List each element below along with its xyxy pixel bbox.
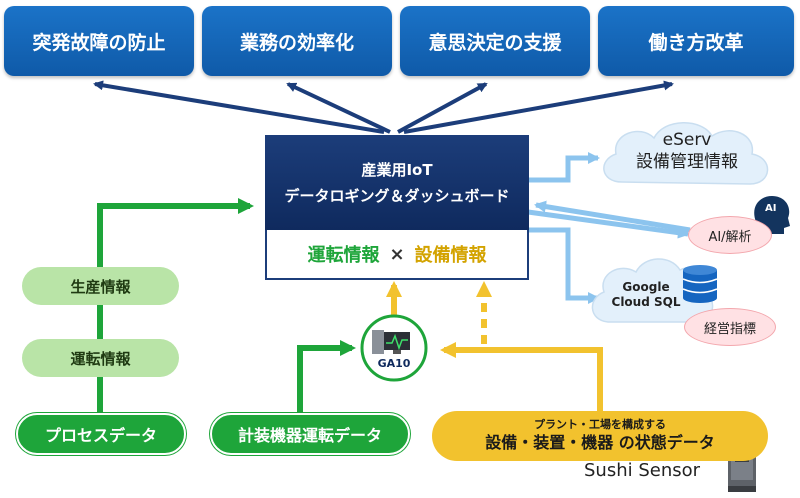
hub-to-ai-arrow bbox=[527, 209, 690, 239]
arrow-to-goal-2 bbox=[286, 82, 391, 134]
iot-hub-header: 産業用IoT データロギング＆ダッシュボード bbox=[265, 135, 529, 230]
hub-info-equipment: 設備情報 bbox=[414, 245, 487, 266]
ga10-label: GA10 bbox=[377, 357, 411, 370]
ai-analysis-label: AI/解析 bbox=[708, 229, 752, 245]
hub-to-eserv-arrow bbox=[528, 152, 600, 183]
gcloud-line2: Cloud SQL bbox=[611, 295, 681, 309]
ai-to-hub-arrow bbox=[534, 200, 691, 233]
instrument-to-ga10-arrow bbox=[297, 340, 356, 415]
equipment-title: 設備・装置・機器 の状態データ bbox=[485, 433, 715, 452]
arrow-to-goal-3 bbox=[397, 82, 488, 134]
eserv-line2: 設備管理情報 bbox=[636, 152, 738, 172]
management-metrics-label: 経営指標 bbox=[703, 321, 756, 337]
database-icon bbox=[682, 265, 718, 303]
eserv-text: eServ 設備管理情報 bbox=[612, 129, 762, 173]
goal-box-2: 業務の効率化 bbox=[202, 6, 392, 76]
gcloud-line1: Google bbox=[622, 280, 670, 294]
process-to-hub-arrow bbox=[97, 198, 254, 415]
management-metrics-oval: 経営指標 bbox=[684, 308, 776, 346]
hub-title-line2: データロギング＆ダッシュボード bbox=[284, 186, 510, 205]
hub-title-line1: 産業用IoT bbox=[361, 160, 433, 179]
process-data-label: プロセスデータ bbox=[44, 426, 157, 445]
goal-label-2: 業務の効率化 bbox=[239, 31, 354, 54]
ga10-device bbox=[360, 314, 428, 382]
gcloud-text: Google Cloud SQL bbox=[596, 280, 696, 310]
instrument-data-label: 計装機器運転データ bbox=[237, 426, 382, 445]
sushi-sensor-label: Sushi Sensor bbox=[584, 460, 701, 481]
eserv-cloud bbox=[603, 122, 769, 185]
arrow-to-goal-4 bbox=[403, 80, 674, 134]
hub-info-operation: 運転情報 bbox=[307, 245, 380, 266]
arrow-to-goal-1 bbox=[93, 80, 385, 134]
equipment-data-pill: プラント・工場を構成する 設備・装置・機器 の状態データ bbox=[432, 411, 768, 461]
goal-arrows bbox=[93, 80, 674, 134]
ai-analysis-oval: AI/解析 bbox=[688, 216, 772, 254]
ai-badge: AI bbox=[765, 203, 777, 214]
pc-tower-icon bbox=[372, 330, 384, 354]
equipment-to-ga10-arrow bbox=[440, 342, 603, 413]
gold-connectors bbox=[386, 281, 603, 413]
operation-info-label: 運転情報 bbox=[70, 349, 131, 368]
goal-box-4: 働き方改革 bbox=[598, 6, 794, 76]
production-info-label: 生産情報 bbox=[70, 277, 131, 296]
instrument-data-pill: 計装機器運転データ bbox=[210, 413, 410, 455]
iot-hub-info: 運転情報 × 設備情報 bbox=[265, 230, 529, 280]
goal-label-4: 働き方改革 bbox=[648, 31, 744, 54]
blue-connectors bbox=[527, 152, 691, 304]
goal-box-3: 意思決定の支援 bbox=[400, 6, 590, 76]
hub-to-gcloud-arrow bbox=[528, 227, 600, 304]
operation-info-pill: 運転情報 bbox=[22, 339, 179, 377]
production-info-pill: 生産情報 bbox=[22, 267, 179, 305]
process-data-pill: プロセスデータ bbox=[16, 413, 186, 455]
hub-info-times: × bbox=[389, 243, 405, 265]
equipment-subtitle: プラント・工場を構成する bbox=[534, 418, 666, 431]
goal-label-3: 意思決定の支援 bbox=[428, 31, 562, 54]
goal-label-1: 突発故障の防止 bbox=[32, 31, 166, 54]
goal-box-1: 突発故障の防止 bbox=[4, 6, 194, 76]
eserv-line1: eServ bbox=[662, 130, 712, 150]
